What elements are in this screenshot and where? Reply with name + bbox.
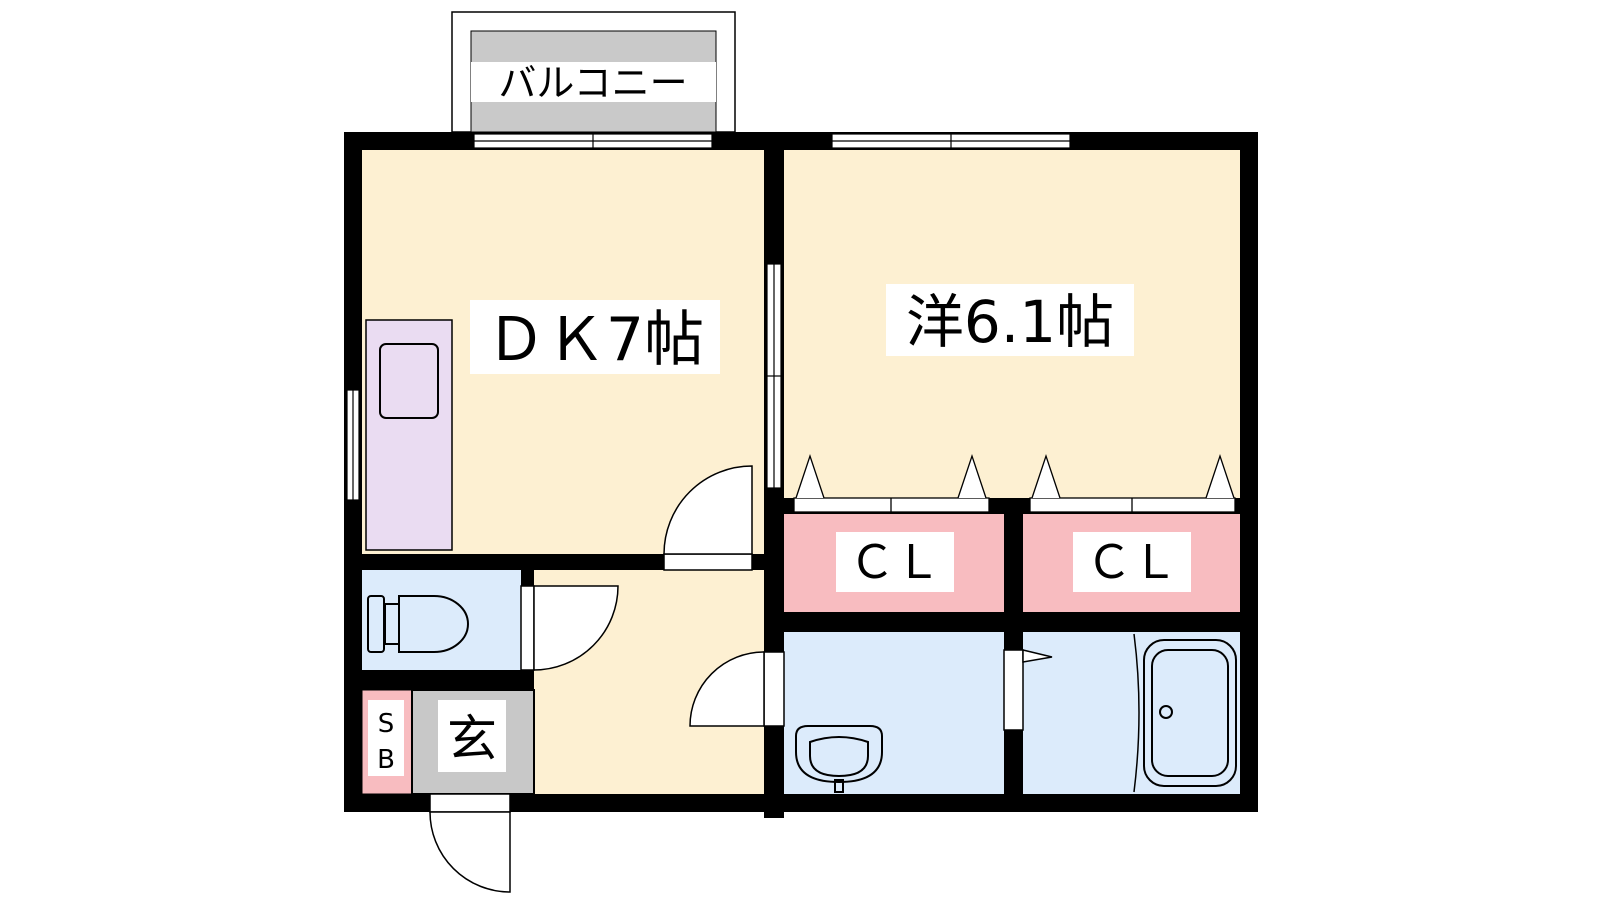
shoe-box-label-bg <box>368 700 404 776</box>
bathroom-floor <box>1023 632 1240 794</box>
washbasin-icon <box>795 725 883 793</box>
washroom-floor <box>784 632 1004 794</box>
entrance-label: 玄 <box>447 710 497 768</box>
kitchen-counter <box>365 319 453 551</box>
toilet-floor <box>362 570 521 670</box>
balcony-label: バルコニー <box>498 61 687 105</box>
windows <box>346 133 1071 501</box>
toilet-icon <box>367 595 469 653</box>
balcony: バルコニー <box>451 11 736 133</box>
closet-2-label: ＣＬ <box>1086 535 1178 589</box>
sink-icon <box>379 343 439 419</box>
closet-doors <box>793 453 1236 513</box>
dk-room-label: ＤＫ7帖 <box>486 305 704 375</box>
shoe-box-label-b: B <box>377 745 395 775</box>
doors <box>429 465 1053 893</box>
western-room-label: 洋6.1帖 <box>906 288 1114 356</box>
shoe-box-label-s: S <box>378 709 395 739</box>
bathtub-icon <box>1133 633 1237 793</box>
closet-1-label: ＣＬ <box>849 535 941 589</box>
